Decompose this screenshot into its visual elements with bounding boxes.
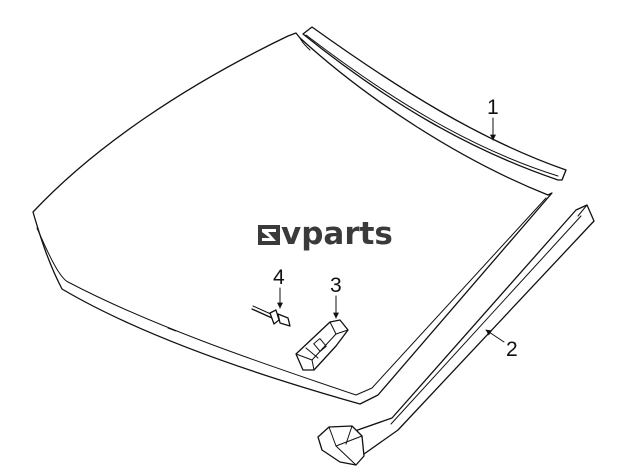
bracket-part bbox=[295, 319, 349, 371]
callout-1-number: 1 bbox=[487, 96, 499, 119]
callout-3-number: 3 bbox=[330, 274, 342, 297]
watermark-text: vparts bbox=[281, 216, 393, 252]
clip-part bbox=[251, 305, 291, 327]
upper-molding-strip bbox=[302, 26, 567, 181]
watermark-logo-icon bbox=[258, 225, 280, 245]
side-molding-strip bbox=[317, 204, 595, 466]
callout-4-number: 4 bbox=[273, 266, 285, 289]
callout-2-number: 2 bbox=[506, 338, 518, 361]
callout-2-arrow bbox=[485, 329, 505, 343]
watermark: vparts bbox=[258, 216, 393, 252]
windshield-glass bbox=[32, 32, 553, 405]
callout-leaders bbox=[277, 117, 505, 343]
